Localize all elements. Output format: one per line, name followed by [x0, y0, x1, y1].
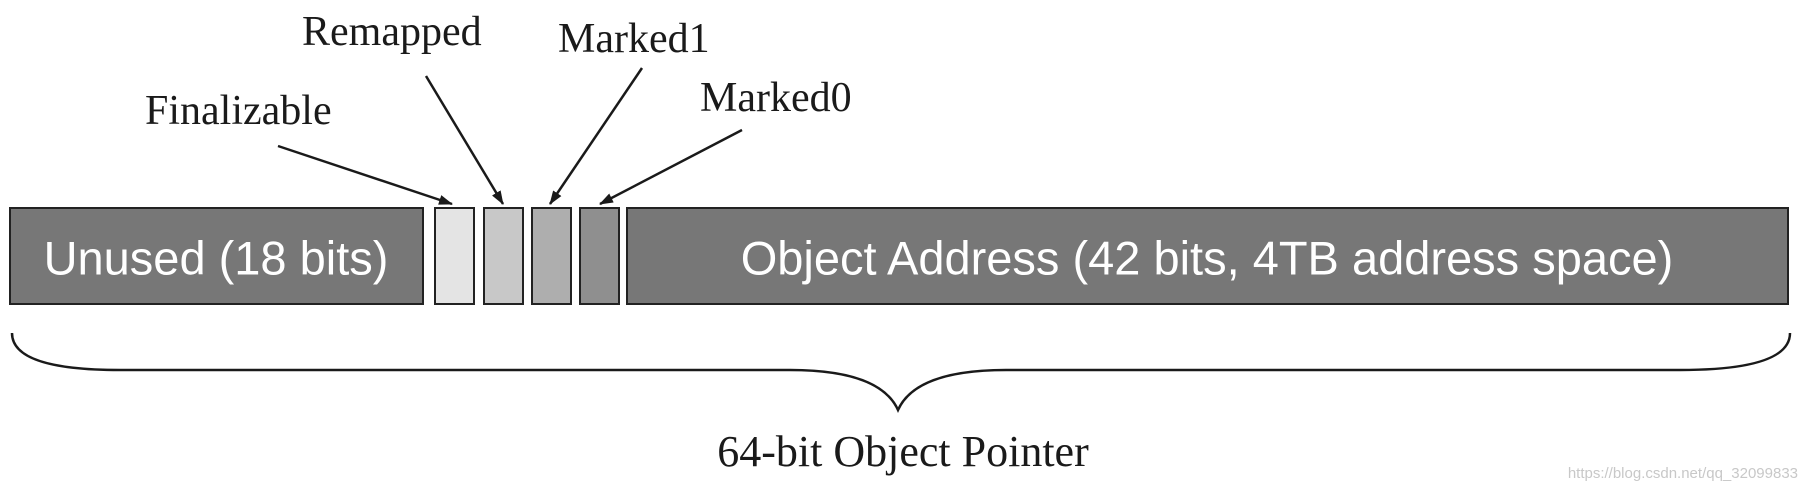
marked1-bit [531, 207, 572, 305]
finalizable-bit [434, 207, 475, 305]
finalizable-label: Finalizable [145, 88, 332, 134]
marked1-label: Marked1 [558, 16, 710, 62]
remapped-bit [483, 207, 524, 305]
unused-segment-label: Unused (18 bits) [44, 232, 389, 285]
object-address-segment-label: Object Address (42 bits, 4TB address spa… [741, 232, 1674, 285]
watermark: https://blog.csdn.net/qq_32099833 [1568, 465, 1798, 482]
curly-brace [10, 332, 1792, 414]
finalizable-arrow [277, 144, 453, 206]
caption: 64-bit Object Pointer [717, 427, 1089, 476]
marked1-arrow [548, 67, 644, 205]
marked0-bit [579, 207, 620, 305]
object-address-segment [626, 207, 1789, 305]
unused-segment [9, 207, 424, 305]
remapped-label: Remapped [302, 9, 482, 55]
marked0-arrow [599, 128, 743, 206]
remapped-arrow [424, 75, 505, 205]
marked0-label: Marked0 [700, 75, 852, 121]
